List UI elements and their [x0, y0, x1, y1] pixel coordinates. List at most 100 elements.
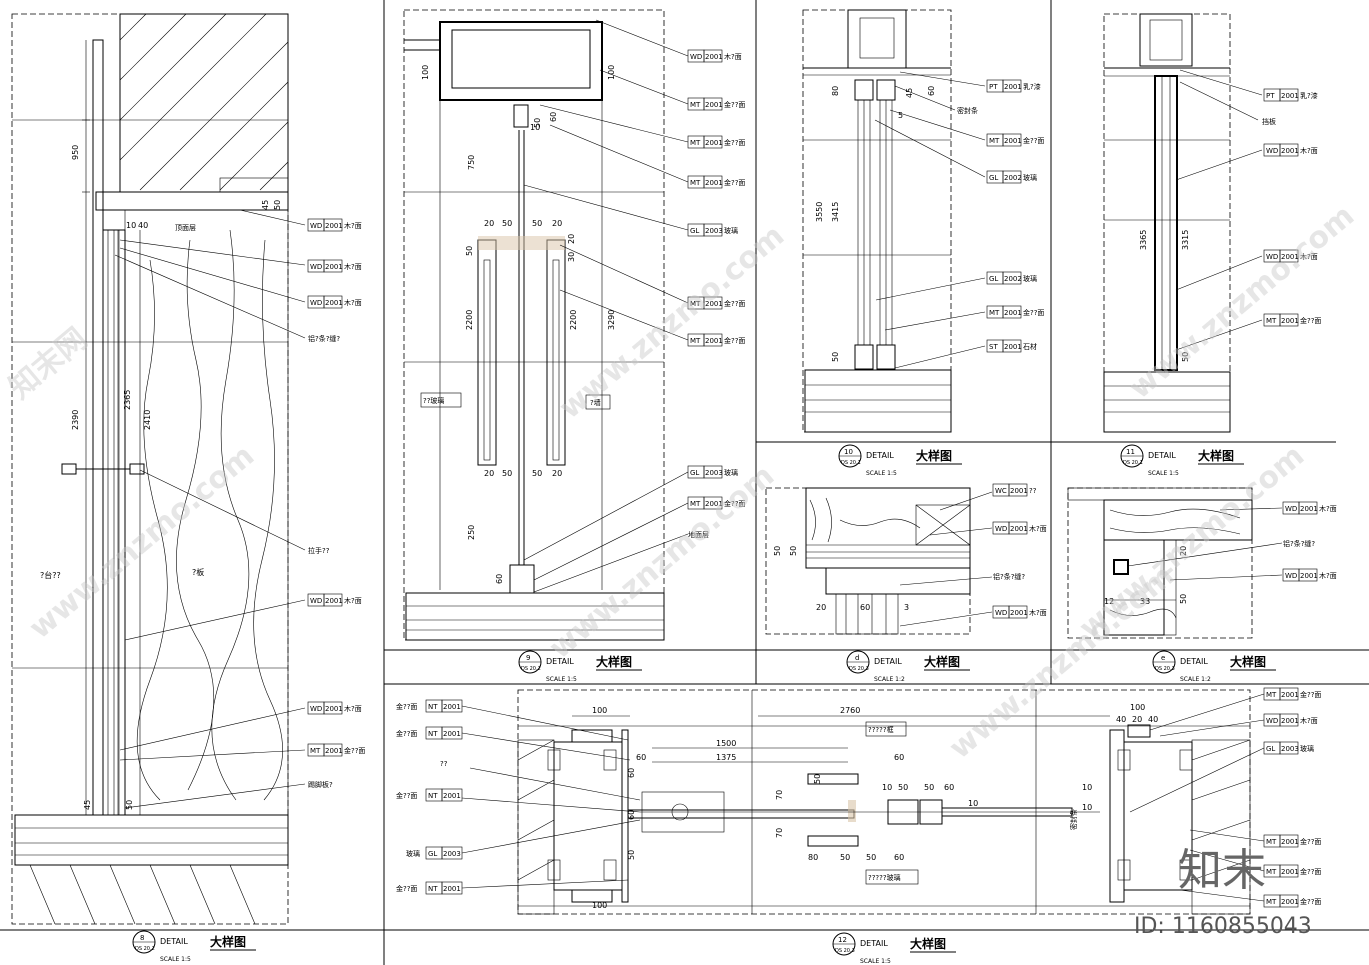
tag-code: MT [1266, 317, 1277, 325]
tag-desc: 金??面 [724, 178, 745, 187]
tag-desc: 玻璃 [1023, 173, 1037, 182]
dd-dim-3: 3 [904, 603, 909, 612]
tag-code: PT [989, 83, 998, 91]
d9-left-note: ??玻璃 [423, 396, 444, 405]
d9-tag-mt-5: MT 2001 金??面 [687, 333, 745, 347]
tag-code: WD [310, 222, 322, 230]
d8-tag-wd-3: WD 2001 木?面 [307, 295, 362, 309]
title-cn: 大样图 [910, 936, 946, 951]
watermark-id: ID: 1160855043 [1134, 914, 1312, 939]
d12-tag-nt-1: NT 2001 [425, 699, 463, 713]
tag-code: WD [690, 53, 702, 61]
d12-tag-mt-4: MT 2001 金??面 [1263, 894, 1321, 908]
de-tag-wd: WD 2001 木?面 [1282, 501, 1337, 515]
tag-num: 2001 [705, 53, 723, 61]
dd-note: 铝?条?缝? [993, 572, 1025, 581]
tag-code: WD [1266, 147, 1278, 155]
tag-desc: 木?面 [1319, 504, 1337, 513]
tag-num: 2003 [1281, 745, 1299, 753]
d12-dim-40b: 40 [1148, 715, 1158, 724]
d11-tag-pt: PT 2001 乳?漆 [1263, 88, 1318, 102]
d10-dim-80: 80 [831, 86, 840, 96]
tag-num: 2001 [1300, 572, 1318, 580]
d12-dim-60a: 60 [636, 753, 646, 762]
title-cn: 大样图 [924, 654, 960, 669]
d8-dim-50: 50 [273, 200, 282, 210]
title-cn: 大样图 [1230, 654, 1266, 669]
d11-dim-50: 50 [1181, 352, 1190, 362]
d12-dim-50d: 50 [866, 853, 876, 862]
d11-tag-wd: WD 2001 木?面 [1263, 143, 1318, 157]
d8-dim-50b: 50 [125, 800, 134, 810]
d9-dim-20e: 20 [567, 234, 576, 244]
d12-dim-70b: 70 [775, 828, 784, 838]
tag-desc: 木?面 [344, 298, 362, 307]
tag-num: 2001 [443, 730, 461, 738]
title-sheet: DS 20.1 [841, 460, 861, 466]
tag-num: 2001 [325, 597, 343, 605]
tag-desc: 金??面 [344, 746, 365, 755]
d9-dim-60: 60 [549, 112, 558, 122]
tag-code: GL [989, 174, 998, 182]
d12-dim-60b: 60 [894, 753, 904, 762]
title-cn: 大样图 [916, 448, 952, 463]
tag-desc: 木?面 [344, 704, 362, 713]
d10-dim-5: 5 [898, 111, 903, 120]
title-12: 12 DS 20.3 DETAIL 大样图 SCALE 1:5 [832, 932, 956, 965]
d12-dim-50f: 50 [627, 850, 636, 860]
d8-tag-mt: MT 2001 金??面 [307, 743, 365, 757]
d12-dim-60c: 60 [944, 783, 954, 792]
tag-code: NT [428, 885, 438, 893]
d10-tag-mt-2: MT 2001 金??面 [986, 305, 1044, 319]
d9-dim-50c: 50 [465, 246, 474, 256]
d12-left-note-6: 金??面 [396, 884, 417, 893]
d12-dim-50c: 50 [840, 853, 850, 862]
d9-dim-3290: 3290 [607, 310, 616, 330]
d12-dim-100c: 100 [1130, 703, 1145, 712]
tag-num: 2001 [443, 792, 461, 800]
d12-tag-mt-2: MT 2001 金??面 [1263, 834, 1321, 848]
tag-desc: 玻璃 [1300, 744, 1314, 753]
tag-desc: 金??面 [1300, 690, 1321, 699]
title-8: 8 DS 20.2 DETAIL 大样图 SCALE 1:5 [132, 930, 256, 963]
d8-tag-wd-4: WD 2001 木?面 [307, 593, 362, 607]
d12-dim-10d: 10 [968, 799, 978, 808]
d10-tag-gl: GL 2002 玻璃 [986, 170, 1037, 184]
d10-tag-mt: MT 2001 金??面 [986, 133, 1044, 147]
tag-num: 2001 [443, 885, 461, 893]
tag-desc: 木?面 [724, 52, 742, 61]
tag-code: GL [1266, 745, 1275, 753]
tag-code: NT [428, 792, 438, 800]
tag-code: MT [310, 747, 321, 755]
de-dim-50: 50 [1179, 594, 1188, 604]
watermark-brand-1: 知末网 [3, 321, 94, 406]
tag-desc: 木?面 [1319, 571, 1337, 580]
d12-tag-mt-1: MT 2001 金??面 [1263, 687, 1321, 701]
d9-dim-20d: 20 [552, 469, 562, 478]
d9-dim-20c: 20 [484, 469, 494, 478]
tag-code: WD [310, 597, 322, 605]
tag-desc: 玻璃 [724, 468, 738, 477]
d12-dim-10a: 10 [882, 783, 892, 792]
d9-dim-100b: 100 [607, 65, 616, 80]
d8-side-right: ?板 [192, 567, 204, 577]
d12-tag-gl-r: GL 2003 玻璃 [1263, 741, 1314, 755]
tag-desc: 金??面 [724, 336, 745, 345]
dd-tag-wd-2: WD 2001 木?面 [992, 605, 1047, 619]
title-sheet: DS 20.3 [1155, 666, 1175, 672]
d12-left-note-2: 金??面 [396, 729, 417, 738]
tag-num: 2001 [1010, 525, 1028, 533]
title-scale: SCALE 1:5 [546, 676, 577, 683]
tag-code: MT [989, 137, 1000, 145]
d8-dim-45b: 45 [83, 800, 92, 810]
d11-dim-3315: 3315 [1181, 230, 1190, 250]
title-e: e DS 20.3 DETAIL 大样图 SCALE 1:2 [1152, 650, 1276, 683]
d12-dim-20: 20 [1132, 715, 1142, 724]
tag-num: 2003 [705, 469, 723, 477]
title-10: 10 DS 20.1 DETAIL 大样图 SCALE 1:5 [838, 444, 962, 477]
tag-desc: 木?面 [344, 262, 362, 271]
de-note: 铝?条?缝? [1283, 539, 1315, 548]
tag-num: 2001 [1281, 898, 1299, 906]
d10-tag-pt: PT 2001 乳?漆 [986, 79, 1041, 93]
